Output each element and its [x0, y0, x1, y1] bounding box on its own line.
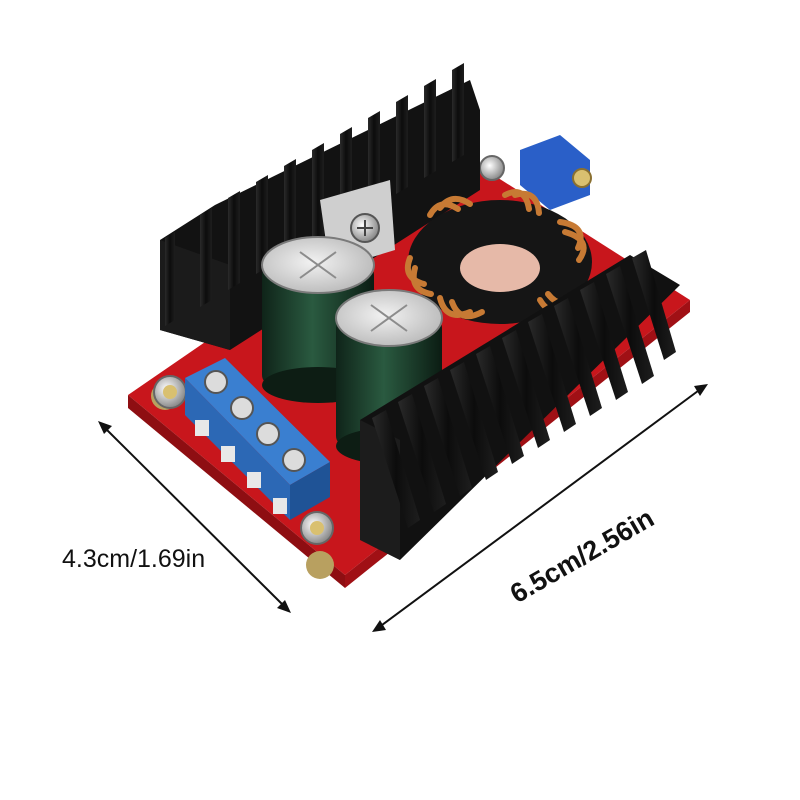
dimension-arrow-length	[372, 384, 708, 632]
heatsink-front	[360, 250, 680, 560]
dimension-arrow-width	[98, 421, 291, 613]
trimmer-potentiometer	[520, 135, 592, 210]
mounting-nut-left	[153, 375, 187, 409]
mounting-nut-back	[479, 155, 505, 181]
toroid-inductor	[404, 189, 592, 324]
heatsink-back	[160, 63, 480, 350]
mounting-nut-right	[300, 511, 334, 545]
terminal-block	[185, 358, 330, 520]
width-dimension-label: 4.3cm/1.69in	[62, 545, 206, 573]
